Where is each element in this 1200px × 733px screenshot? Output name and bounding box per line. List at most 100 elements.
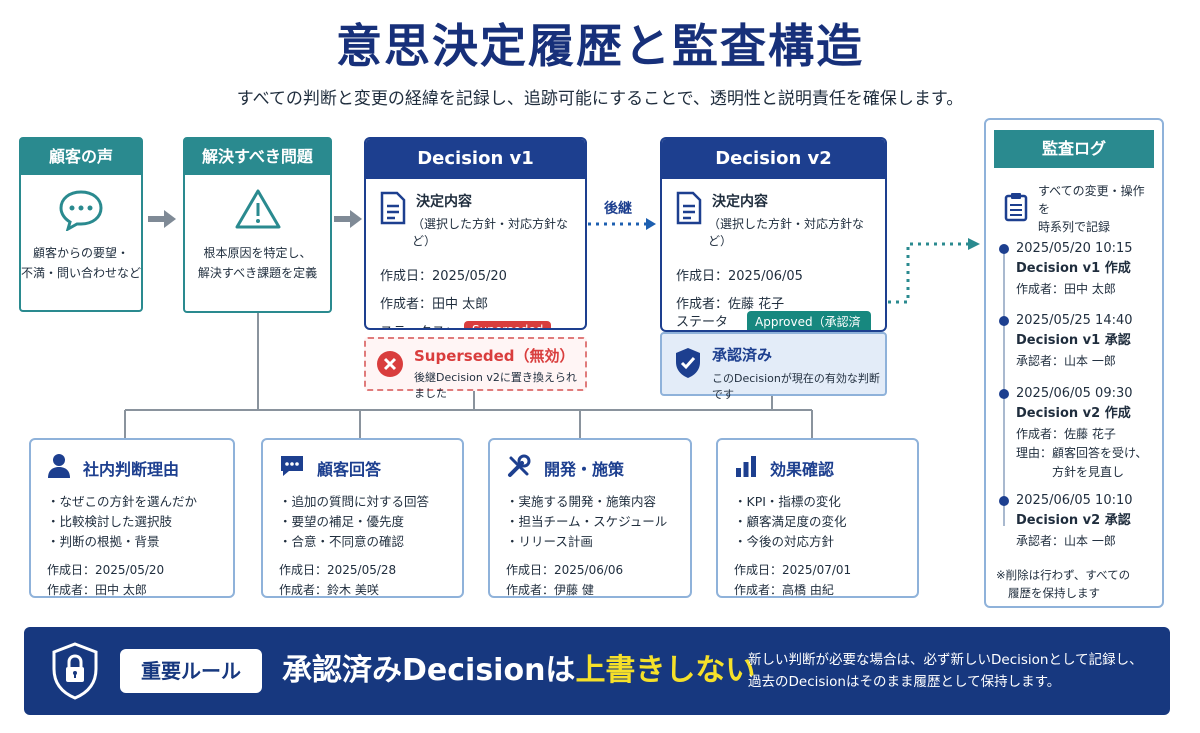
box-item: ・要望の補足・優先度 (279, 514, 405, 529)
audit-entry-detail: 承認者：山本 一郎 (1016, 534, 1116, 548)
person-icon (47, 453, 83, 483)
rule-desc-line1: 新しい判断が必要な場合は、必ず新しいDecisionとして記録し、 (748, 652, 1143, 668)
box-author: 作成者：鈴木 美咲 (279, 583, 379, 597)
approved-panel: 承認済み このDecisionが現在の有効な判断です (660, 332, 887, 401)
box-item: ・今後の対応方針 (734, 534, 835, 549)
audit-note-line2: 履歴を保持します (1008, 586, 1100, 600)
audit-entry: 2025/05/20 10:15 Decision v1 作成 作成者：田中 太… (999, 240, 1162, 299)
approved-panel-sub: このDecisionが現在の有効な判断です (712, 372, 880, 401)
customer-voice-card: 顧客の声 顧客からの要望・ 不満・問い合わせなど (19, 137, 143, 312)
audit-log-panel: 監査ログ すべての変更・操作を 時系列で記録 2025/05/20 10:15 … (984, 118, 1164, 608)
audit-entry-detail: 方針を見直し (1016, 465, 1125, 479)
box-author: 作成者：伊藤 健 (506, 583, 594, 597)
decision-v1-status-badge: Superseded (464, 321, 552, 328)
decision-v1-content-sub: （選択した方針・対応方針など） (412, 217, 569, 248)
shield-lock-icon (50, 641, 100, 705)
audit-entry-detail: 作成者：佐藤 花子 (1016, 427, 1116, 441)
audit-intro-line2: 時系列で記録 (1038, 220, 1111, 234)
audit-entry-time: 2025/05/25 14:40 (1016, 313, 1133, 328)
customer-voice-line1: 顧客からの要望・ (32, 246, 129, 260)
rule-main-highlight: 上書きしない (575, 653, 756, 688)
box-customer-reply: 顧客回答 ・追加の質問に対する回答 ・要望の補足・優先度 ・合意・不同意の確認 … (261, 438, 464, 598)
box-item: ・追加の質問に対する回答 (279, 494, 430, 509)
document-icon (676, 191, 702, 229)
box-effect-check: 効果確認 ・KPI・指標の変化 ・顧客満足度の変化 ・今後の対応方針 作成日：2… (716, 438, 919, 598)
audit-entry-time: 2025/06/05 10:10 (1016, 493, 1133, 508)
x-circle-icon (376, 350, 404, 382)
decision-v1-title: Decision v1 (366, 139, 585, 179)
box-item: ・担当チーム・スケジュール (506, 514, 668, 529)
superseded-panel-title: Superseded（無効） (414, 347, 575, 365)
clipboard-icon (994, 192, 1038, 227)
superseded-panel-sub: 後継Decision v2に置き換えられました (414, 371, 577, 400)
audit-entry-event: Decision v1 作成 (1016, 261, 1131, 276)
decision-v2-author: 作成者：佐藤 花子 (676, 296, 785, 312)
box-item: ・なぜこの方針を選んだか (47, 494, 198, 509)
audit-note-line1: ※削除は行わず、すべての (996, 568, 1131, 582)
box-internal-reason: 社内判断理由 ・なぜこの方針を選んだか ・比較検討した選択肢 ・判断の根拠・背景… (29, 438, 235, 598)
decision-v1-created: 作成日：2025/05/20 (380, 268, 507, 284)
box-development: 開発・施策 ・実施する開発・施策内容 ・担当チーム・スケジュール ・リリース計画… (488, 438, 692, 598)
approved-panel-title: 承認済み (712, 346, 773, 364)
box-created: 作成日：2025/06/06 (506, 563, 624, 577)
customer-voice-title: 顧客の声 (21, 139, 141, 175)
page-title: 意思決定履歴と監査構造 (336, 19, 864, 73)
shield-check-icon (674, 346, 702, 384)
box-author: 作成者：田中 太郎 (47, 583, 147, 597)
audit-entry-detail: 作成者：田中 太郎 (1016, 282, 1116, 296)
problem-title: 解決すべき問題 (185, 139, 330, 175)
audit-entry: 2025/06/05 09:30 Decision v2 作成 作成者：佐藤 花… (999, 385, 1162, 482)
audit-entry-event: Decision v1 承認 (1016, 333, 1131, 348)
box-item: ・合意・不同意の確認 (279, 534, 405, 549)
box-item: ・比較検討した選択肢 (47, 514, 173, 529)
audit-entry: 2025/06/05 10:10 Decision v2 承認 承認者：山本 一… (999, 492, 1162, 551)
box-title: 顧客回答 (317, 460, 382, 479)
decision-v2-title: Decision v2 (662, 139, 885, 179)
problem-line2: 解決すべき課題を定義 (197, 266, 318, 280)
superseded-panel: Superseded（無効） 後継Decision v2に置き換えられました (364, 337, 587, 400)
document-icon (380, 191, 406, 229)
audit-entry-detail: 理由：顧客回答を受け、 (1016, 446, 1148, 460)
audit-intro-line1: すべての変更・操作を (1038, 184, 1145, 216)
box-title: 効果確認 (770, 460, 835, 479)
decision-v1-content-title: 決定内容 (416, 194, 472, 210)
decision-v1-status-label: ステータス： (380, 321, 458, 329)
rule-main-text: 承認済みDecisionは上書きしない (282, 643, 755, 699)
decision-v2-content-title: 決定内容 (712, 194, 768, 210)
box-created: 作成日：2025/05/20 (47, 563, 165, 577)
speech-bubble-icon (21, 189, 141, 235)
decision-v1-card: Decision v1 決定内容 （選択した方針・対応方針など） 作成日：202… (364, 137, 587, 330)
bar-chart-icon (734, 454, 770, 482)
rule-desc-line2: 過去のDecisionはそのまま履歴として保持します。 (748, 674, 1061, 690)
audit-entry-detail: 承認者：山本 一郎 (1016, 354, 1116, 368)
rule-main-prefix: 承認済みDecisionは (282, 653, 576, 688)
problem-card: 解決すべき問題 根本原因を特定し、 解決すべき課題を定義 (183, 137, 332, 313)
box-created: 作成日：2025/05/28 (279, 563, 397, 577)
decision-v1-author: 作成者：田中 太郎 (380, 296, 489, 312)
box-item: ・実施する開発・施策内容 (506, 494, 657, 509)
decision-v2-status-label: ステータス： (676, 315, 729, 330)
decision-v2-content-sub: （選択した方針・対応方針など） (708, 217, 865, 248)
box-title: 社内判断理由 (83, 460, 180, 479)
decision-v2-card: Decision v2 決定内容 （選択した方針・対応方針など） 作成日：202… (660, 137, 887, 332)
warning-icon (185, 187, 330, 235)
tools-icon (506, 453, 544, 483)
successor-label: 後継 (604, 201, 632, 217)
chat-icon (279, 454, 317, 482)
page-subtitle: すべての判断と変更の経緯を記録し、追跡可能にすることで、透明性と説明責任を確保し… (236, 89, 964, 109)
decision-v2-status-badge: Approved（承認済み） (747, 311, 871, 330)
decision-v2-created: 作成日：2025/06/05 (676, 268, 803, 284)
problem-line1: 根本原因を特定し、 (203, 246, 312, 260)
rule-banner: 重要ルール 承認済みDecisionは上書きしない 新しい判断が必要な場合は、必… (24, 627, 1170, 715)
box-author: 作成者：高橋 由紀 (734, 583, 834, 597)
audit-log-title: 監査ログ (994, 130, 1154, 168)
rule-label: 重要ルール (120, 649, 262, 693)
audit-entry-time: 2025/06/05 09:30 (1016, 386, 1133, 401)
audit-entry-time: 2025/05/20 10:15 (1016, 241, 1133, 256)
audit-entry-event: Decision v2 作成 (1016, 406, 1131, 421)
audit-entry-event: Decision v2 承認 (1016, 513, 1131, 528)
box-item: ・リリース計画 (506, 534, 593, 549)
box-item: ・KPI・指標の変化 (734, 494, 841, 509)
box-title: 開発・施策 (544, 460, 625, 479)
audit-entry: 2025/05/25 14:40 Decision v1 承認 承認者：山本 一… (999, 312, 1162, 371)
